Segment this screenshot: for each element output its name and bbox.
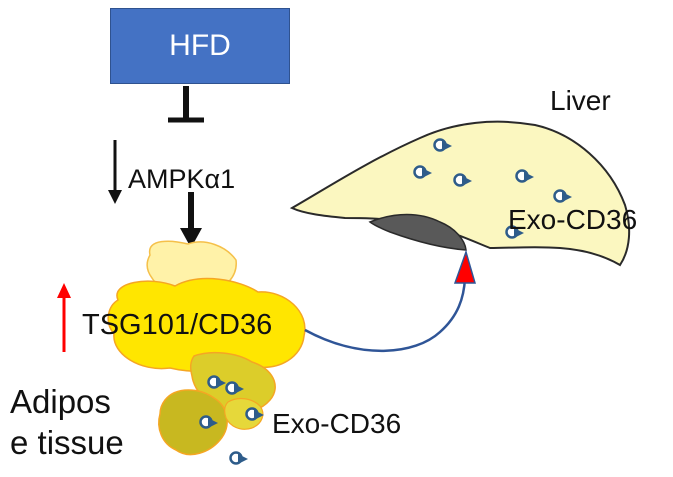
liver-exo-cd36-label: Exo-CD36: [508, 204, 638, 235]
exosome-icon: [453, 173, 472, 187]
hfd-box: HFD: [110, 8, 290, 84]
adipose-label-line1: Adipos: [10, 383, 111, 420]
exosome-icon: [245, 407, 264, 421]
exosome-icon: [433, 138, 452, 152]
exosome-icon: [413, 165, 432, 179]
liver-label: Liver: [550, 85, 611, 116]
ampk-decrease-arrow: [108, 140, 122, 204]
transport-arrow: [304, 277, 467, 353]
exosome-icon: [553, 189, 572, 203]
exosome-icon: [505, 225, 524, 239]
adipose-exo-cd36-label: Exo-CD36: [272, 408, 402, 439]
exosome-icon: [207, 375, 226, 389]
exosome-icon: [515, 169, 534, 183]
transport-arrowhead: [453, 249, 476, 284]
exosome-icon: [229, 451, 248, 465]
ampk-label: AMPKα1: [128, 164, 236, 194]
adipose-label-line2: e tissue: [10, 424, 124, 461]
tsg-increase-arrow: [57, 283, 71, 352]
exosome-icon: [199, 415, 218, 429]
ampk-to-adipose-arrowhead: [180, 228, 202, 248]
hfd-label: HFD: [169, 29, 231, 62]
exosome-vesicles: [199, 138, 572, 465]
exosome-icon: [225, 381, 244, 395]
tsg-cd36-label: TSG101/CD36: [82, 309, 273, 341]
liver: [289, 120, 631, 267]
